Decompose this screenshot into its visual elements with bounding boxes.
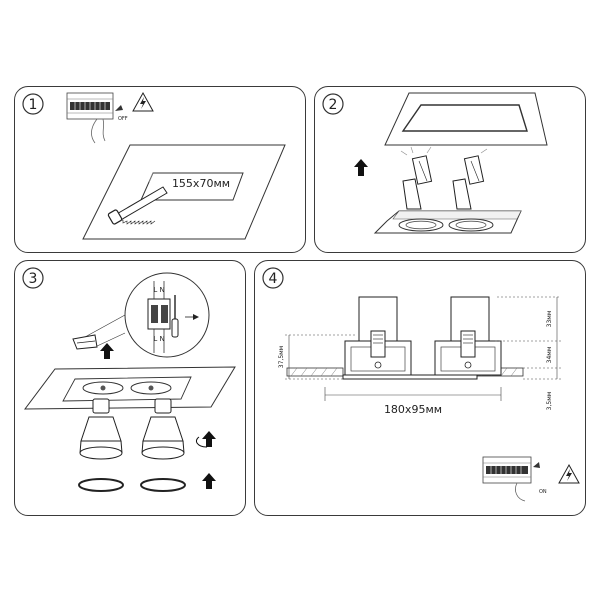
high-voltage-warning-icon [558, 463, 580, 484]
gu10-lamp-left [79, 398, 123, 460]
rotate-up-arrow-icon [202, 431, 216, 447]
width-label: 180x95мм [384, 403, 442, 416]
decor-ring-left [78, 478, 124, 492]
up-arrow-icon [100, 343, 114, 359]
step-1-panel: 1 OFF 155x70мм [14, 86, 306, 253]
installed-frame [23, 366, 236, 410]
gu10-lamp-right [141, 398, 185, 460]
hand-icon [515, 482, 526, 502]
screwdriver-icon [171, 295, 179, 338]
connector-box-icon [72, 334, 98, 350]
step-2-number: 2 [329, 97, 338, 113]
double-downlight-frame [373, 146, 522, 234]
decor-ring-right [140, 478, 186, 492]
step-2-panel: 2 [314, 86, 586, 253]
step-3-illustration: 3 L N L N [22, 267, 236, 492]
step-4-illustration: 4 [262, 267, 580, 502]
ring-up-arrow-icon [202, 473, 216, 489]
arrow-icon [533, 462, 540, 468]
step-3-badge [22, 267, 44, 289]
circuit-breaker-icon [482, 456, 532, 484]
insert-up-arrow-icon [354, 159, 368, 176]
step-2-illustration: 2 [322, 92, 548, 234]
step-1-badge [22, 93, 44, 115]
ceiling-cutout [401, 104, 528, 132]
switch-off-label: OFF [118, 116, 128, 122]
circuit-breaker-icon [66, 92, 114, 120]
hand-icon [91, 118, 98, 144]
cutout-size-label: 155x70мм [172, 177, 230, 190]
step-4-badge [262, 267, 284, 289]
arrow-icon [115, 105, 123, 111]
terminal-block-detail: L N L N [84, 272, 210, 358]
terminal-top-label: L N [153, 286, 164, 294]
switch-on-label: ON [539, 489, 547, 495]
dim-mid-label: 34мм [546, 347, 553, 364]
step-2-badge [322, 93, 344, 115]
step-1-illustration: 1 OFF 155x70мм [22, 91, 286, 240]
dim-left-label: 37,5мм [278, 346, 285, 368]
dim-bottom-label: 3,5мм [546, 392, 553, 411]
terminal-bottom-label: L N [153, 335, 164, 343]
high-voltage-warning-icon [132, 91, 154, 112]
step-3-panel: 3 L N L N [14, 260, 246, 516]
dim-top-label: 33мм [546, 311, 553, 328]
dimension-lines [285, 296, 561, 401]
step-1-number: 1 [29, 97, 38, 113]
step-4-number: 4 [269, 271, 278, 287]
fixture-cross-section [286, 296, 524, 380]
saw-icon [107, 186, 168, 225]
step-4-panel: 4 [254, 260, 586, 516]
step-3-number: 3 [29, 271, 38, 287]
